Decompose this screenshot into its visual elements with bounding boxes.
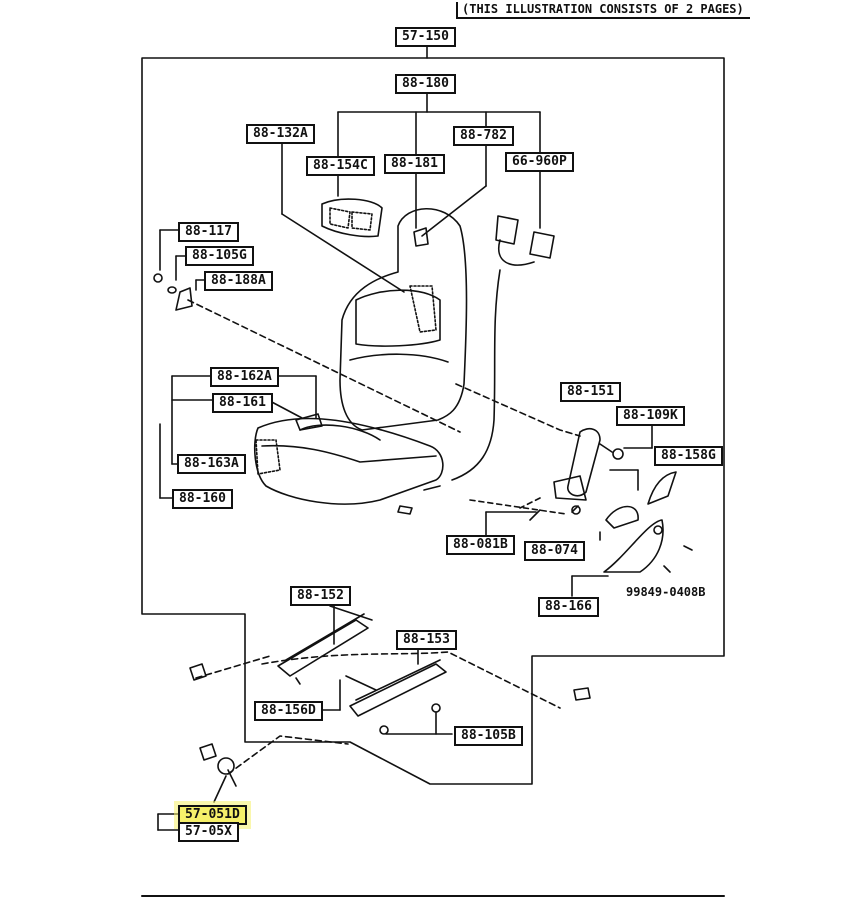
part-label-88-160[interactable]: 88-160 bbox=[172, 489, 233, 509]
part-label-57-05X[interactable]: 57-05X bbox=[178, 822, 239, 842]
part-label-88-166[interactable]: 88-166 bbox=[538, 597, 599, 617]
part-label-88-074[interactable]: 88-074 bbox=[524, 541, 585, 561]
page-count-note: (THIS ILLUSTRATION CONSISTS OF 2 PAGES) bbox=[456, 2, 750, 19]
part-label-88-117[interactable]: 88-117 bbox=[178, 222, 239, 242]
part-label-88-105B[interactable]: 88-105B bbox=[454, 726, 523, 746]
part-label-88-156D[interactable]: 88-156D bbox=[254, 701, 323, 721]
part-label-88-158G[interactable]: 88-158G bbox=[654, 446, 723, 466]
part-label-66-960P[interactable]: 66-960P bbox=[505, 152, 574, 172]
part-label-88-162A[interactable]: 88-162A bbox=[210, 367, 279, 387]
part-label-88-180[interactable]: 88-180 bbox=[395, 74, 456, 94]
part-label-88-163A[interactable]: 88-163A bbox=[177, 454, 246, 474]
assembly-boundary bbox=[141, 57, 725, 785]
part-label-88-152[interactable]: 88-152 bbox=[290, 586, 351, 606]
part-label-88-105G[interactable]: 88-105G bbox=[185, 246, 254, 266]
part-label-88-782[interactable]: 88-782 bbox=[453, 126, 514, 146]
part-label-88-154C[interactable]: 88-154C bbox=[306, 156, 375, 176]
part-label-99849-0408B[interactable]: 99849-0408B bbox=[626, 585, 706, 599]
part-label-88-153[interactable]: 88-153 bbox=[396, 630, 457, 650]
part-label-88-132A[interactable]: 88-132A bbox=[246, 124, 315, 144]
part-label-88-109K[interactable]: 88-109K bbox=[616, 406, 685, 426]
part-label-88-181[interactable]: 88-181 bbox=[384, 154, 445, 174]
part-label-88-161[interactable]: 88-161 bbox=[212, 393, 273, 413]
part-label-88-151[interactable]: 88-151 bbox=[560, 382, 621, 402]
part-label-57-150[interactable]: 57-150 bbox=[395, 27, 456, 47]
part-label-88-188A[interactable]: 88-188A bbox=[204, 271, 273, 291]
part-label-88-081B[interactable]: 88-081B bbox=[446, 535, 515, 555]
